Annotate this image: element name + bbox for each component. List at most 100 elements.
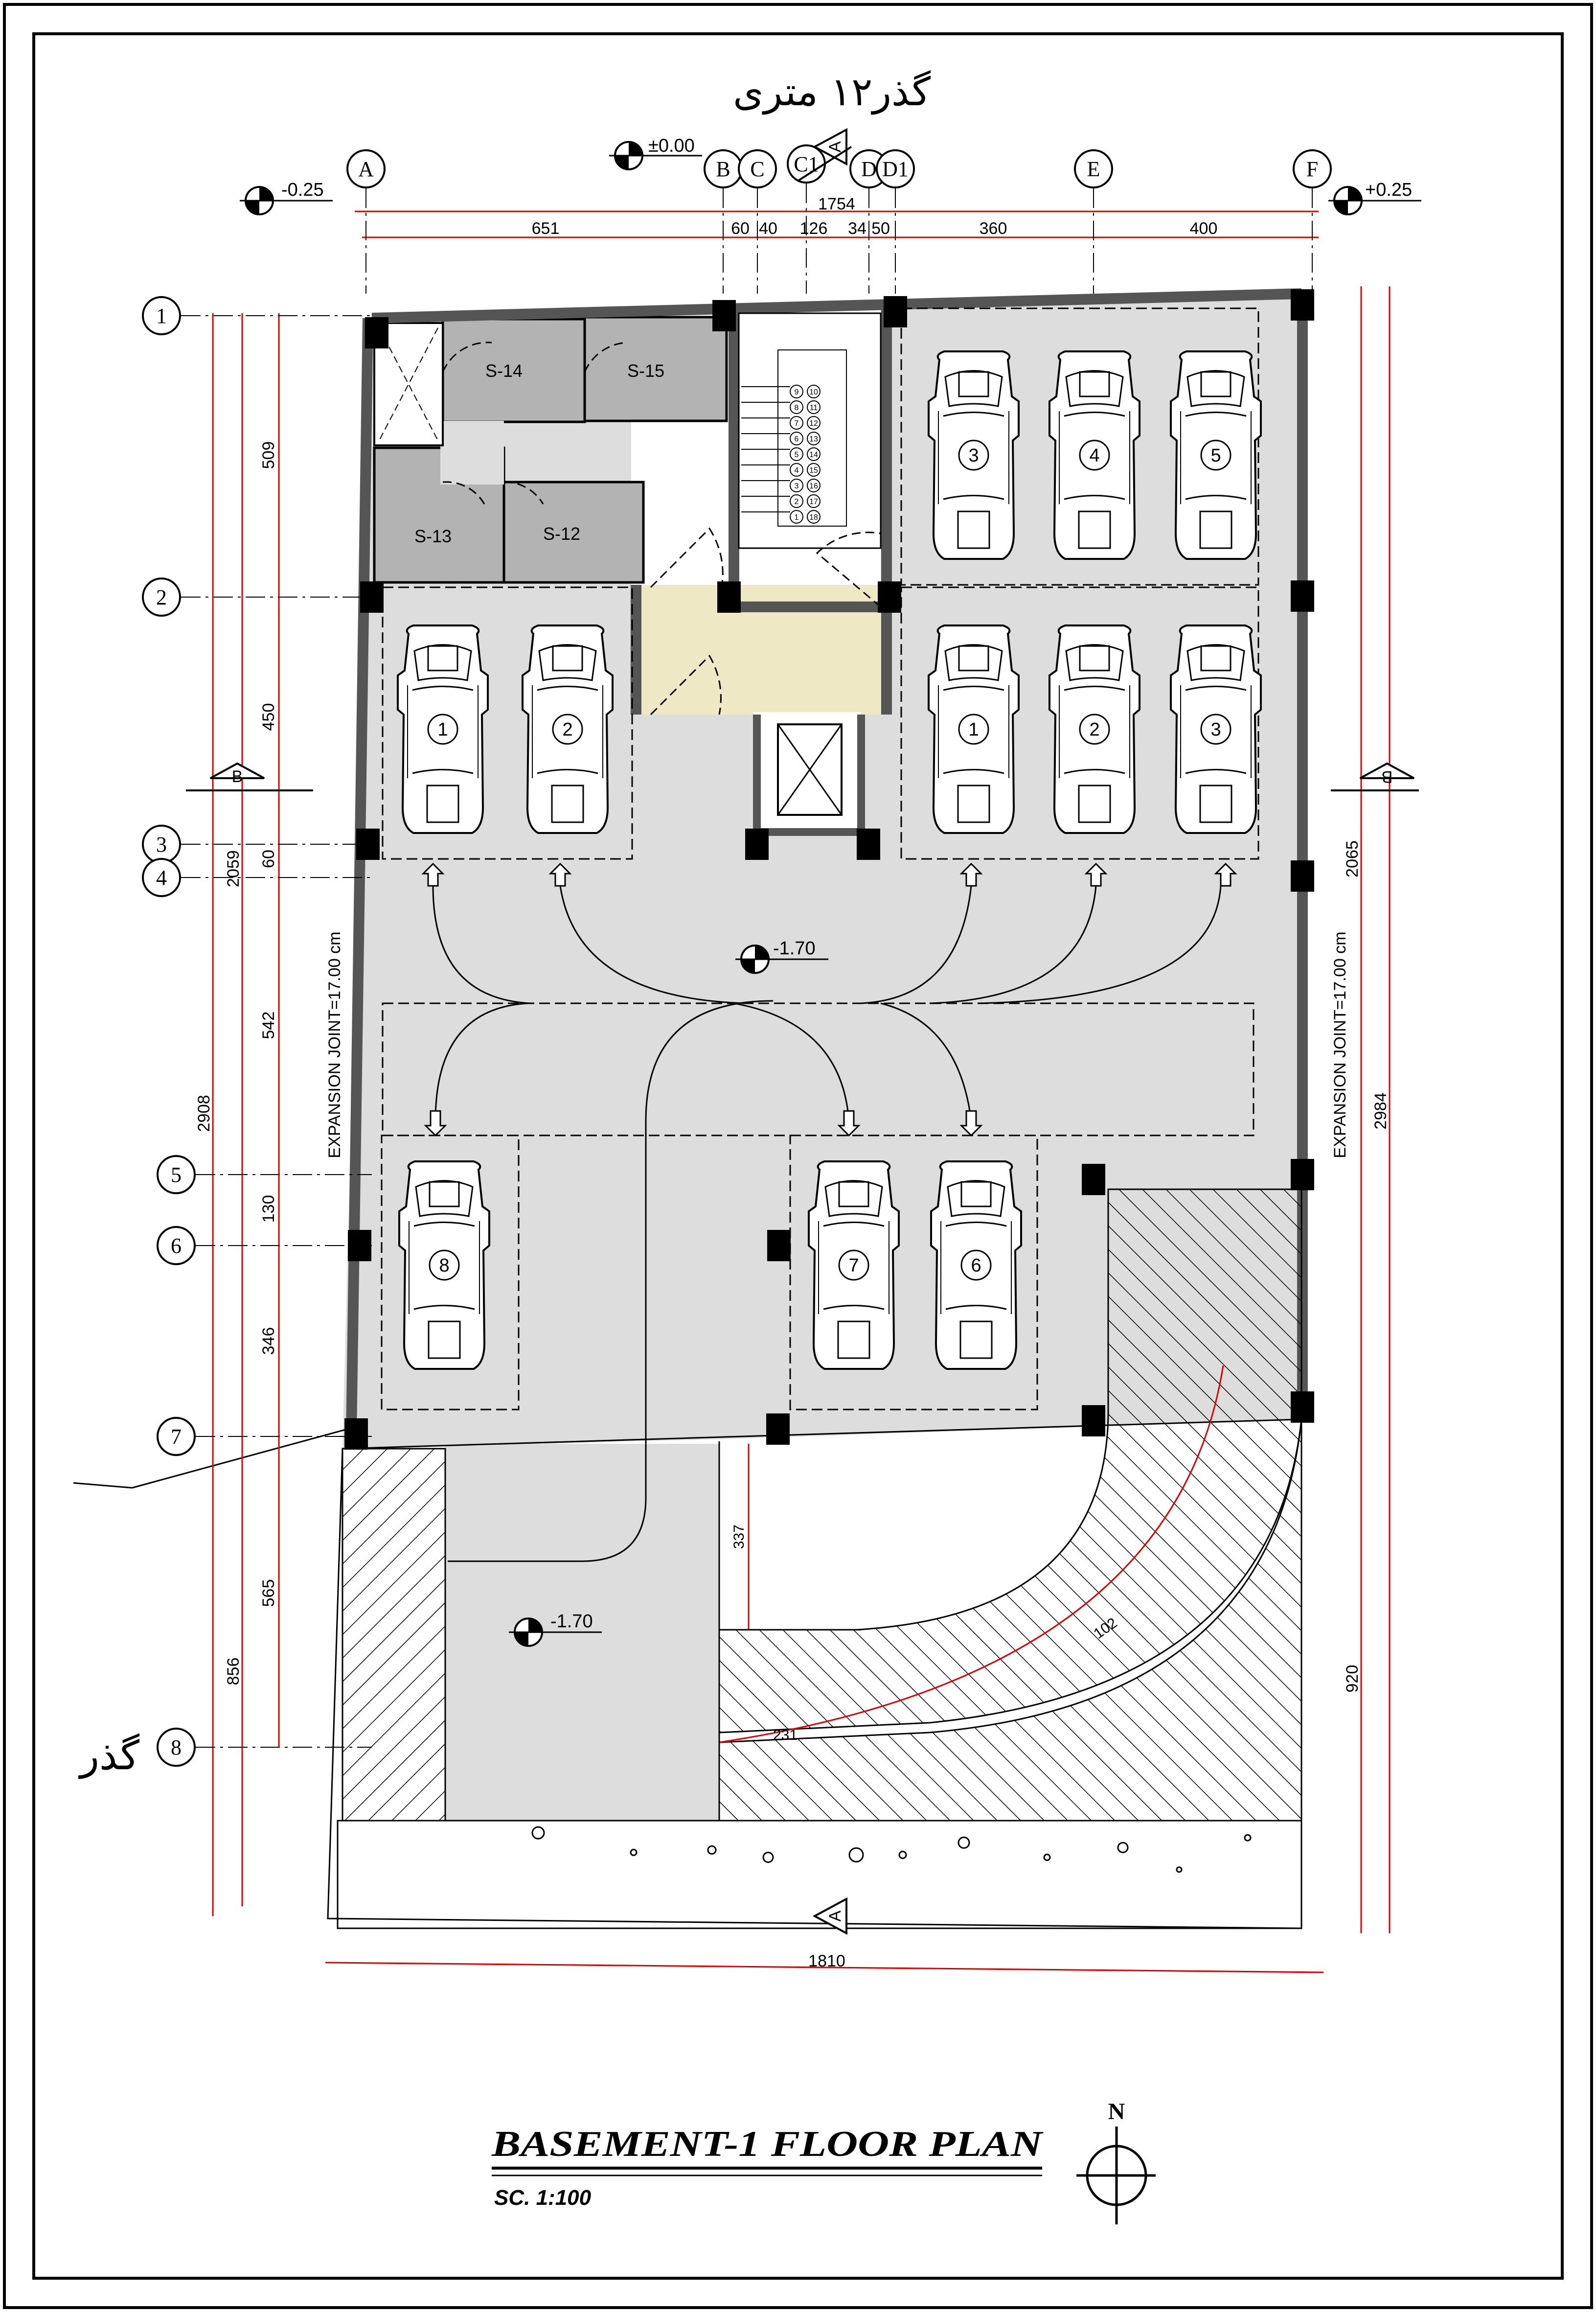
stair-step-number: 17: [809, 498, 818, 506]
structural-column: [1291, 1159, 1314, 1190]
structural-column: [745, 829, 769, 860]
storage-room-label: S-12: [543, 524, 580, 544]
structural-column: [1291, 860, 1314, 892]
grid-row-label: 7: [171, 1425, 182, 1449]
parking-number-circle: [838, 1249, 869, 1281]
parking-number-circle: [958, 439, 989, 471]
expansion-joint-right: EXPANSION JOINT=17.00 cm: [1331, 931, 1349, 1158]
dim-left: 130: [259, 1195, 278, 1223]
expansion-joint-left: EXPANSION JOINT=17.00 cm: [325, 931, 344, 1158]
section-label-a-top: A: [826, 141, 844, 152]
dim-top-seg: 50: [871, 219, 890, 238]
dim-left: 346: [259, 1327, 278, 1355]
dim-left: 450: [259, 703, 278, 731]
outer-border: [3, 3, 1593, 2309]
dim-left-total: 856: [224, 1658, 243, 1686]
drive-lane-arcs: [432, 885, 1222, 1562]
storage-area: [373, 316, 728, 584]
parked-car: 3: [928, 350, 1020, 560]
grid-lines: [181, 184, 1313, 1748]
grid-row-label: 4: [156, 866, 167, 890]
parking-number: 3: [1210, 719, 1221, 740]
dim-left: 509: [259, 441, 278, 469]
grid-bubble-col: [1074, 149, 1113, 188]
grid-bubble-row: [142, 858, 181, 897]
structural-column: [1082, 1164, 1105, 1195]
dimension-lines: [212, 210, 1391, 1973]
parked-car: 5: [1170, 350, 1262, 560]
level-top-center: ±0.00: [648, 136, 695, 156]
structural-column: [1082, 1405, 1105, 1436]
grid-col-label: A: [358, 157, 374, 181]
structural-column: [767, 1230, 791, 1261]
grid-bubble-col: [346, 149, 386, 188]
parking-number-circle: [429, 1249, 460, 1281]
stair-step-number: 10: [809, 388, 818, 396]
stair-step-number: 12: [809, 419, 818, 428]
structural-column: [712, 300, 736, 331]
parking-number: 2: [1089, 719, 1099, 740]
dim-left-total: 2059: [224, 850, 243, 887]
grid-bubble-row: [157, 1226, 196, 1265]
stair-step-circle: [790, 432, 803, 445]
stair-step-number: 7: [795, 419, 799, 428]
columns: [344, 289, 1314, 1450]
grid-col-label: B: [716, 157, 730, 181]
stair-step-circle: [790, 510, 803, 524]
dim-bottom: 1810: [808, 1952, 845, 1970]
grid-bubble-col: [876, 149, 915, 188]
structural-column: [857, 829, 880, 860]
parking-number: 7: [848, 1255, 859, 1276]
parking-number: 1: [968, 719, 979, 740]
parking-number: 1: [437, 719, 448, 740]
grid-col-label: D: [861, 157, 877, 181]
parking-number: 3: [968, 445, 979, 466]
storage-room-label: S-15: [627, 361, 664, 381]
door-swings: [442, 342, 881, 716]
grid-row-label: 1: [156, 304, 167, 328]
parking-number-circle: [1200, 439, 1231, 471]
stair-step-circle: [807, 510, 821, 524]
dim-left-total: 2908: [195, 1095, 213, 1132]
dim-top-seg: 360: [980, 219, 1007, 238]
level-markers: [240, 141, 1421, 1647]
grid-row-label: 5: [171, 1163, 182, 1187]
stair-step-number: 9: [795, 388, 799, 396]
stair-step-circle: [790, 416, 803, 430]
section-marks: [186, 128, 1419, 1935]
stair-step-number: 5: [795, 451, 799, 459]
parking-number-circle: [958, 714, 989, 745]
elevator: [777, 723, 843, 816]
grid-col-label: C: [750, 157, 764, 181]
parking-number-circle: [552, 714, 583, 745]
grid-bubble-row: [157, 1417, 196, 1456]
dim-left: 60: [259, 850, 278, 868]
grid-col-label: F: [1306, 157, 1318, 181]
grid-bubble-row: [142, 578, 181, 617]
stair-step-circle: [807, 385, 821, 398]
level-parking: -1.70: [773, 938, 816, 959]
level-ramp: -1.70: [550, 1611, 593, 1632]
dim-top-seg: 651: [532, 219, 560, 238]
stair-step-number: 1: [795, 513, 799, 522]
stair-step-number: 18: [809, 513, 818, 522]
storage-room-label: S-13: [414, 526, 452, 546]
street-label-left: گذر: [78, 1733, 140, 1780]
grid-col-label: E: [1087, 157, 1100, 181]
parked-car: 6: [930, 1160, 1022, 1370]
parking-number: 4: [1089, 445, 1099, 466]
parked-car: 1: [397, 624, 489, 834]
parking-number: 8: [439, 1255, 449, 1276]
parked-car: 8: [398, 1160, 490, 1370]
stair-step-circle: [790, 400, 803, 414]
parked-car: 7: [808, 1160, 900, 1370]
parked-car: 2: [522, 624, 614, 834]
structural-column: [884, 296, 907, 327]
grid-row-label: 6: [171, 1234, 182, 1258]
section-label-b-right: B: [1382, 767, 1393, 786]
dim-right: 2984: [1371, 1092, 1390, 1130]
stair-step-circle: [790, 479, 803, 492]
stair-step-number: 3: [795, 482, 799, 490]
structural-column: [878, 581, 901, 613]
